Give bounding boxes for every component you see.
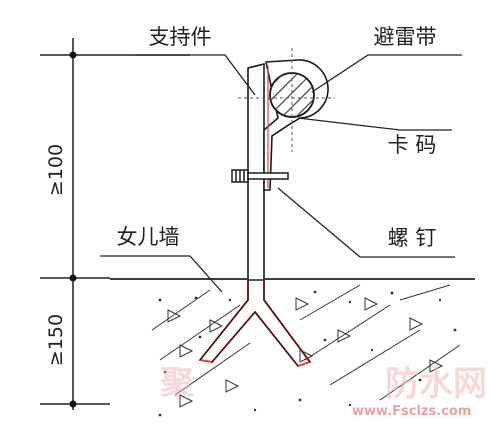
parapet-label: 女儿墙 [117,225,180,249]
clip-label: 卡 码 [388,133,437,157]
lightning-strip-label: 避雷带 [374,25,437,49]
watermark-brand: 防水网 [385,364,487,404]
dimension-ticks [69,51,77,408]
watermark-glyph: 聚 [159,364,195,404]
dimension-lower-label: ≥150 [45,314,67,366]
screw-label: 螺 钉 [388,226,437,250]
support-label: 支持件 [149,25,212,49]
watermark-url: www.Fsclzs.com [352,404,471,419]
leader-lines [100,54,462,293]
parapet-wall [110,278,475,429]
dimension-upper-label: ≥100 [45,144,67,196]
watermark: 聚 防水网 www.Fsclzs.com [159,364,487,419]
lightning-strip [269,72,315,118]
support-bracket [198,62,312,368]
centerlines [238,48,335,152]
screw [231,169,289,183]
